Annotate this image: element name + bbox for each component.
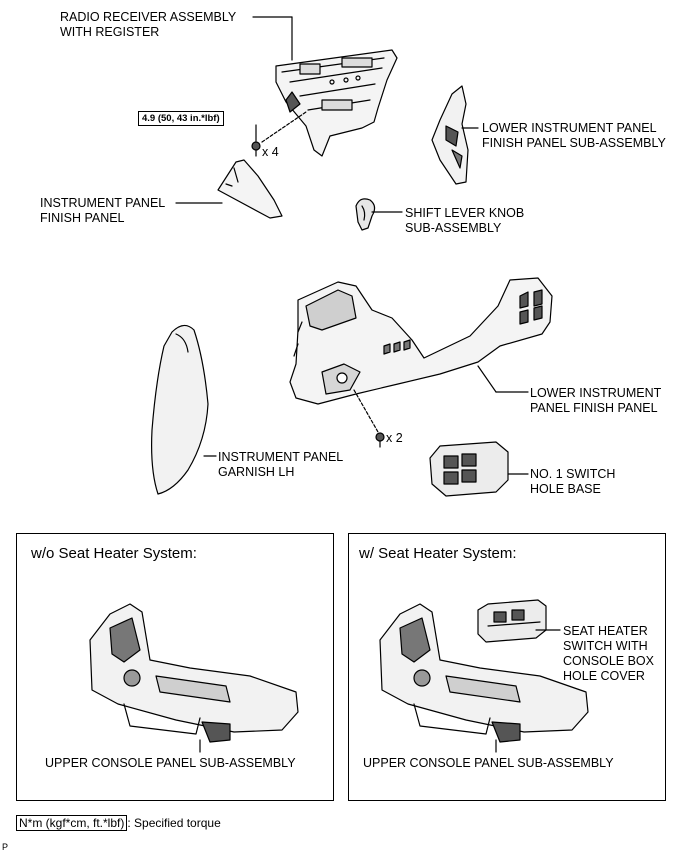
panel-title-without-seat-heater: w/o Seat Heater System: bbox=[31, 545, 197, 562]
panel-title-with-seat-heater: w/ Seat Heater System: bbox=[359, 545, 517, 562]
ip-finish-panel-drawing bbox=[217, 159, 283, 219]
qty-radio-screws: x 4 bbox=[262, 145, 279, 159]
torque-spec: 4.9 (50, 43 in.*lbf) bbox=[138, 111, 224, 126]
lower-ip-finish-sub-drawing bbox=[431, 85, 469, 185]
no1-switch-hole-base-drawing bbox=[429, 441, 509, 497]
corner-mark: P bbox=[2, 842, 9, 852]
label-upper-console-left: UPPER CONSOLE PANEL SUB-ASSEMBLY bbox=[45, 756, 296, 770]
shift-knob-drawing bbox=[355, 198, 376, 231]
lower-panel-screw-drawing bbox=[375, 432, 385, 448]
label-upper-console-right: UPPER CONSOLE PANEL SUB-ASSEMBLY bbox=[363, 756, 614, 770]
legend-unit-box: N*m (kgf*cm, ft.*lbf) bbox=[16, 815, 128, 831]
radio-receiver-drawing bbox=[275, 49, 398, 157]
qty-lower-panel-screws: x 2 bbox=[386, 431, 403, 445]
seat-heater-switch-drawing bbox=[477, 599, 547, 643]
panel-without-seat-heater: w/o Seat Heater System: UPPER CONSOLE PA… bbox=[16, 533, 334, 801]
ip-garnish-lh-drawing bbox=[151, 324, 209, 495]
lower-ip-finish-drawing bbox=[289, 277, 553, 405]
torque-legend: N*m (kgf*cm, ft.*lbf): Specified torque bbox=[16, 815, 221, 831]
radio-screw-drawing bbox=[251, 141, 261, 157]
panel-with-seat-heater: w/ Seat Heater System: UPPER CONSOLE PAN… bbox=[348, 533, 666, 801]
upper-console-left-drawing bbox=[89, 603, 299, 743]
legend-text: : Specified torque bbox=[127, 816, 221, 830]
upper-console-right-drawing bbox=[379, 603, 589, 743]
